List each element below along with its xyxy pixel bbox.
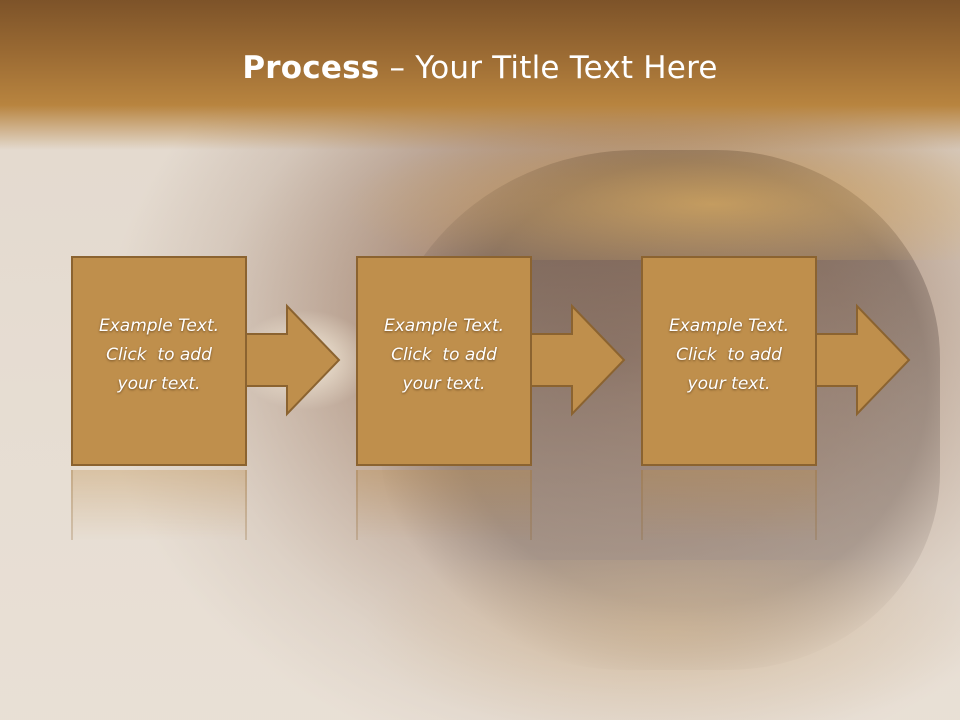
step-text-line: Example Text. (668, 316, 790, 336)
process-step-1[interactable]: Example Text. Click to add your text. (71, 256, 341, 466)
step-box[interactable] (641, 256, 817, 466)
step-box[interactable] (71, 256, 247, 466)
step-text[interactable]: Example Text. Click to add your text. (71, 312, 247, 399)
process-step-2[interactable]: Example Text. Click to add your text. (356, 256, 626, 466)
slide-title[interactable]: Process – Your Title Text Here (0, 50, 960, 86)
step-box[interactable] (356, 256, 532, 466)
right-arrow-icon (238, 303, 341, 417)
process-step-3[interactable]: Example Text. Click to add your text. (641, 256, 911, 466)
step-text-line: Click to add (676, 345, 782, 365)
step-text[interactable]: Example Text. Click to add your text. (356, 312, 532, 399)
title-band (0, 0, 960, 150)
slide-title-bold: Process (242, 50, 380, 86)
step-text-line: your text. (687, 374, 771, 394)
step-text-line: your text. (117, 374, 201, 394)
step-reflection (641, 470, 817, 540)
slide-title-rest: – Your Title Text Here (379, 50, 718, 86)
right-arrow-icon (523, 303, 626, 417)
step-reflection (71, 470, 247, 540)
step-text-line: your text. (402, 374, 486, 394)
step-text[interactable]: Example Text. Click to add your text. (641, 312, 817, 399)
step-reflection (356, 470, 532, 540)
step-text-line: Click to add (391, 345, 497, 365)
right-arrow-icon (808, 303, 911, 417)
step-text-line: Example Text. (98, 316, 220, 336)
step-text-line: Example Text. (383, 316, 505, 336)
step-text-line: Click to add (106, 345, 212, 365)
